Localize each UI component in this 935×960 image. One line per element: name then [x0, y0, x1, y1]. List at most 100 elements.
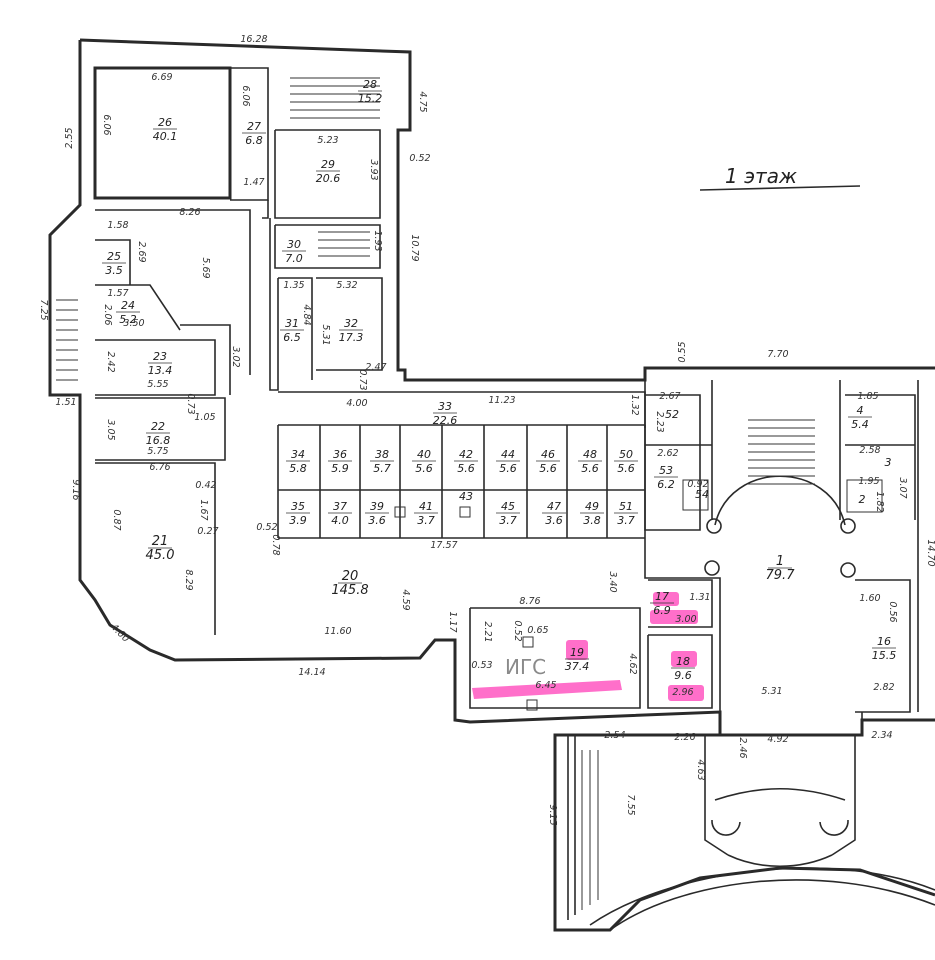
dimension-label: 0.27	[197, 526, 218, 537]
room-number: 36	[333, 448, 347, 461]
dimension-label: 3.07	[897, 477, 908, 498]
dimension-label: 2.06	[102, 304, 113, 325]
room-area: 5.6	[415, 462, 433, 475]
dimension-label: 5.32	[336, 280, 357, 291]
room-label-45: 453.7	[496, 500, 520, 527]
dimension-label: 10.79	[409, 234, 420, 261]
dimension-label: 2.26	[674, 732, 695, 743]
dimension-label: 6.06	[240, 85, 251, 106]
dimension-label: 5.31	[320, 324, 331, 345]
outer-walls	[48, 38, 935, 932]
dimension-label: 3.40	[607, 571, 618, 592]
dimension-label: 1.85	[857, 391, 878, 402]
dimension-label: 1.60	[859, 593, 880, 604]
room-number: 37	[333, 500, 347, 513]
dimension-labels: 16.286.696.066.062.554.755.233.930.521.4…	[38, 34, 935, 826]
dimension-label: 8.76	[519, 596, 540, 607]
room-area: 3.8	[583, 514, 601, 527]
dimension-label: 1.58	[107, 220, 128, 231]
entrance-porch	[567, 735, 935, 931]
dimension-label: 9.16	[70, 479, 81, 500]
dimension-label: 4.62	[627, 653, 638, 674]
room-area: 5.7	[373, 462, 391, 475]
dimension-label: 1.31	[689, 592, 710, 603]
room-area: 6.2	[657, 478, 675, 491]
room-label-42: 425.6	[454, 448, 478, 475]
dimension-label: 4.63	[695, 759, 706, 780]
room-number: 27	[247, 120, 261, 133]
room-area: 16.8	[146, 434, 171, 447]
room-area: 37.4	[565, 660, 590, 673]
dimension-label: 5.31	[761, 686, 782, 697]
room-number: 31	[285, 317, 299, 330]
dimension-label: 7.25	[38, 299, 49, 320]
room-number: 3	[885, 456, 892, 469]
dimension-label: 2.42	[105, 351, 116, 372]
dimension-label: 2.46	[737, 737, 748, 758]
dimension-label: 5.23	[317, 135, 338, 146]
room-area: 145.8	[331, 583, 368, 598]
room-label-36: 365.9	[328, 448, 352, 475]
room-number: 2	[859, 493, 866, 506]
dimension-label: 0.78	[270, 534, 281, 555]
dimension-label: 1.35	[283, 280, 304, 291]
room-label-43: 43	[459, 490, 473, 503]
room-area: 5.6	[457, 462, 475, 475]
room-area: 5.8	[289, 462, 307, 475]
dimension-label: 1.57	[107, 288, 128, 299]
dimension-label: 0.56	[887, 601, 898, 622]
dimension-label: 3.50	[123, 318, 144, 329]
left-wing-walls	[95, 209, 251, 635]
room-label-3: 3	[885, 456, 892, 469]
room-area: 3.5	[105, 264, 123, 277]
room-label-52: 52	[665, 408, 679, 421]
room-label-17: 176.9	[650, 590, 674, 617]
dimension-label: 6.45	[535, 680, 556, 691]
room-area: 7.0	[285, 252, 303, 265]
dimension-label: 2.82	[873, 682, 894, 693]
dimension-label: 2.62	[657, 448, 678, 459]
room-area: 4.0	[331, 514, 349, 527]
highlight-room-17-area	[650, 610, 698, 624]
dimension-label: 1.67	[198, 499, 209, 520]
highlight-room-18-area	[668, 685, 704, 701]
room-label-1: 179.7	[766, 554, 796, 583]
room-label-31: 316.5	[280, 317, 304, 344]
room-area: 45.0	[146, 548, 175, 563]
room-label-30: 307.0	[282, 238, 306, 265]
room-label-51: 513.7	[614, 500, 638, 527]
room-number: 42	[459, 448, 473, 461]
dimension-label: 1.32	[629, 394, 640, 415]
room-label-18: 189.6	[671, 655, 695, 682]
dimension-label: 17.57	[430, 540, 457, 551]
dimension-label: 4.75	[417, 91, 428, 112]
dimension-label: 9.15	[547, 804, 558, 825]
dimension-label: 6.76	[149, 462, 170, 473]
dimension-label: 2.55	[64, 127, 75, 148]
room-label-40: 405.6	[412, 448, 436, 475]
dimension-label: 7.70	[767, 349, 788, 360]
dimension-label: 2.67	[659, 391, 680, 402]
dimension-label: 4.00	[346, 398, 367, 409]
dimension-label: 0.55	[677, 341, 688, 362]
room-label-34: 345.8	[286, 448, 310, 475]
dimension-label: 0.73	[185, 393, 196, 414]
room-number: 40	[417, 448, 431, 461]
dimension-label: 3.93	[368, 159, 379, 180]
room-area: 6.5	[283, 331, 301, 344]
room-number: 44	[501, 448, 515, 461]
room-area: 15.5	[872, 649, 897, 662]
dimension-label: 1.82	[874, 491, 885, 512]
room-area: 13.4	[148, 364, 173, 377]
room-label-27: 276.8	[242, 120, 266, 147]
highlight-marks	[472, 592, 704, 701]
room-number: 35	[291, 500, 305, 513]
room-area: 3.6	[368, 514, 386, 527]
dimension-label: 6.06	[101, 114, 112, 135]
room-label-50: 505.6	[614, 448, 638, 475]
room-number: 47	[547, 500, 561, 513]
room-area: 3.7	[617, 514, 635, 527]
